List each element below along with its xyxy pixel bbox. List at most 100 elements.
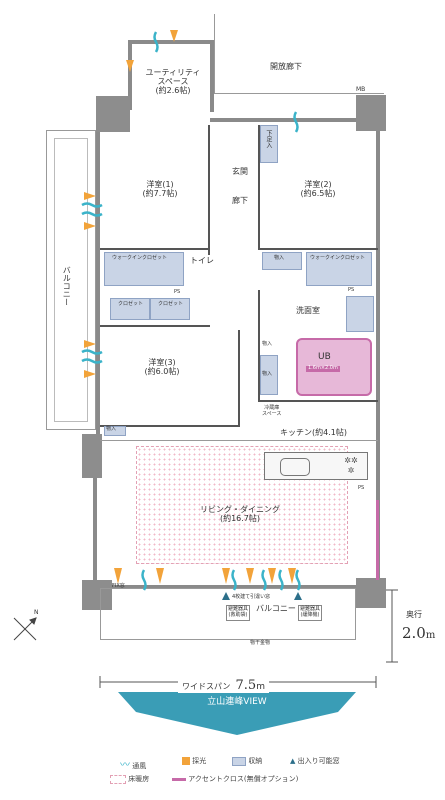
wind-arrow — [81, 202, 103, 208]
wind-arrow — [81, 358, 103, 364]
light-arrow — [84, 340, 96, 348]
wall-w3-right — [238, 330, 240, 427]
label-evac1: 避難器具 (救助袋) — [226, 605, 251, 621]
label-entrance: 玄関 — [232, 167, 248, 176]
wind-arrow — [278, 569, 284, 591]
legend-wind: 〰 通風 — [120, 756, 146, 771]
label-window-note: 4枚建て引違い窓 — [232, 594, 271, 600]
accent-cross-line — [376, 500, 379, 580]
label-mb: MB — [356, 86, 366, 93]
wall-utility-top — [128, 40, 214, 44]
stove-icon: ✲✲✲ — [344, 456, 358, 475]
legend: 〰 通風 採光 収納 ▲ 出入り可能窓 床暖房 アクセントクロス(無償オプション… — [110, 756, 420, 796]
label-fix1: FIX窓 — [112, 583, 125, 589]
label-western1: 洋室(1) (約7.7帖) — [142, 180, 178, 199]
label-open-corridor: 開放廊下 — [270, 62, 302, 71]
depth-label: 奥行 — [406, 610, 422, 619]
wall-bottom — [100, 585, 380, 588]
light-icon — [182, 757, 190, 765]
wind-arrow — [81, 211, 103, 217]
light-arrow — [156, 568, 164, 584]
label-ps3: PS — [358, 485, 365, 491]
compass-label: N — [34, 609, 39, 616]
light-arrow — [268, 568, 276, 584]
storage-right-1 — [346, 296, 374, 332]
door-markers — [222, 592, 302, 600]
label-ps1: PS — [174, 289, 181, 295]
label-wic1: ウォークインクロゼット — [112, 255, 168, 261]
wic2-area — [306, 252, 372, 286]
wall-wash-bottom — [258, 400, 378, 402]
closet1-area — [110, 298, 150, 320]
wall-left-lower — [93, 478, 97, 588]
legend-light: 採光 — [182, 756, 206, 766]
wall-w3-bottom — [100, 425, 240, 427]
label-storage-wash2: 物入 — [262, 371, 273, 377]
pillar-top-left — [96, 96, 130, 132]
wall-utility-right — [210, 40, 214, 112]
view-banner-shape — [118, 692, 356, 735]
side-balcony-inner — [54, 138, 88, 422]
open-corridor-area — [214, 14, 384, 94]
door-marker — [222, 592, 230, 600]
label-kitchen: キッチン(約4.1帖) — [280, 428, 347, 437]
wall-utility-left — [128, 40, 132, 110]
wind-arrow — [141, 569, 147, 591]
wall-wash-left — [258, 290, 260, 400]
floor-heating-icon — [110, 774, 126, 784]
depth-value: 2.0m — [402, 623, 435, 642]
pillar-top-right — [356, 95, 386, 131]
wind-icon: 〰 — [120, 760, 130, 771]
legend-door: ▲ 出入り可能窓 — [290, 756, 340, 766]
storage-icon — [232, 756, 246, 766]
sink-icon — [280, 458, 310, 476]
side-balcony — [46, 130, 96, 430]
label-western2: 洋室(2) (約6.5帖) — [300, 180, 336, 199]
label-washroom: 洗面室 — [296, 306, 320, 315]
light-arrow — [114, 568, 122, 584]
legend-storage: 収納 — [232, 756, 262, 766]
main-balcony — [100, 588, 356, 640]
wind-arrow — [153, 31, 159, 53]
label-utility: ユーティリティ スペース (約2.6帖) — [145, 68, 201, 96]
wall-top-corridor — [210, 118, 360, 122]
pillar-bottom-right — [356, 578, 386, 608]
light-arrows — [84, 30, 296, 584]
wind-arrow — [231, 569, 237, 591]
wall-w1-bottom — [100, 248, 210, 250]
wall-w1-right — [208, 125, 210, 255]
label-ub: UB — [318, 352, 331, 362]
wind-arrow — [261, 569, 267, 591]
light-arrow — [84, 370, 96, 378]
view-banner-label: 立山連峰VIEW — [207, 697, 267, 707]
legend-wind-label: 通風 — [132, 762, 147, 770]
label-storage-w2: 物入 — [274, 255, 285, 261]
storage-wash-1 — [260, 355, 278, 395]
label-storage-bl: 物入 — [106, 426, 117, 432]
depth-number: 2.0 — [402, 624, 426, 642]
pillar-bottom-left — [82, 580, 112, 610]
label-closet2: クロゼット — [158, 301, 184, 307]
light-arrow — [222, 568, 230, 584]
label-closet1: クロゼット — [118, 301, 144, 307]
depth-unit: m — [425, 630, 436, 641]
wind-arrow — [293, 111, 299, 133]
pillar-mid-left — [82, 434, 102, 478]
wind-arrow — [81, 349, 103, 355]
label-western3: 洋室(3) (約6.0帖) — [144, 358, 180, 377]
storage-w2 — [262, 252, 302, 270]
wall-right-main — [376, 125, 380, 580]
width-label: ワイドスパン — [182, 682, 231, 691]
label-toilet: トイレ — [190, 256, 214, 265]
accent-icon — [172, 777, 186, 781]
door-marker — [294, 592, 302, 600]
depth-dimension-line — [386, 589, 398, 663]
legend-accent-label: アクセントクロス(無償オプション) — [188, 775, 299, 783]
wind-arrows — [81, 31, 301, 591]
shoe-box-area — [260, 125, 278, 163]
label-wic2: ウォークインクロゼット — [310, 255, 366, 261]
label-corridor: 廊下 — [232, 196, 248, 205]
storage-bottom-left — [104, 426, 126, 436]
wind-arrow — [295, 569, 301, 591]
